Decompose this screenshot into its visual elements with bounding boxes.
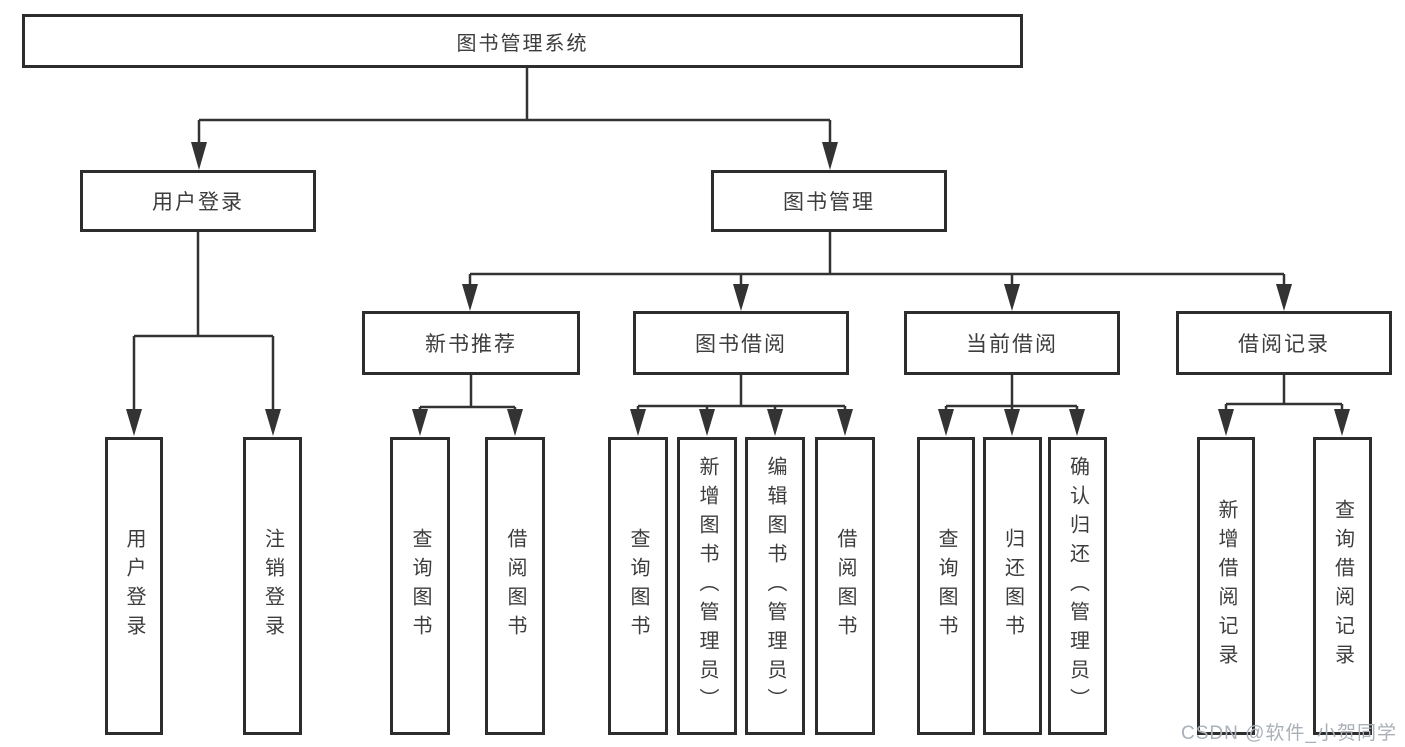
leaf-rec-query-book: 查询图书	[390, 437, 450, 735]
node-borrow-record-label: 借阅记录	[1238, 333, 1330, 356]
leaf-bb-borrow-book: 借阅图书	[815, 437, 875, 735]
leaf-cb-query-book: 查询图书	[917, 437, 975, 735]
node-book-management-label: 图书管理	[783, 191, 875, 214]
leaf-bb-borrow-book-label: 借阅图书	[834, 528, 856, 644]
leaf-logout-label: 注销登录	[261, 528, 284, 644]
leaf-rec-borrow-book: 借阅图书	[485, 437, 545, 735]
leaf-cb-return-book: 归还图书	[983, 437, 1042, 735]
leaf-br-add-record: 新增借阅记录	[1197, 437, 1255, 735]
leaf-br-add-record-label: 新增借阅记录	[1215, 499, 1237, 673]
node-new-book-recommend-label: 新书推荐	[425, 333, 517, 356]
leaf-logout: 注销登录	[243, 437, 302, 735]
node-new-book-recommend: 新书推荐	[362, 311, 580, 375]
node-current-borrow: 当前借阅	[904, 311, 1120, 375]
leaf-bb-add-book: 新增图书（管理员）	[677, 437, 737, 735]
leaf-br-query-record: 查询借阅记录	[1313, 437, 1372, 735]
leaf-cb-confirm-return-label: 确认归还（管理员）	[1066, 455, 1089, 717]
leaf-rec-borrow-book-label: 借阅图书	[504, 528, 526, 644]
node-borrow-record: 借阅记录	[1176, 311, 1392, 375]
leaf-user-login-label: 用户登录	[123, 528, 145, 644]
node-current-borrow-label: 当前借阅	[966, 333, 1058, 356]
leaf-cb-return-book-label: 归还图书	[1001, 528, 1024, 644]
leaf-bb-add-book-label: 新增图书（管理员）	[696, 455, 718, 717]
leaf-user-login: 用户登录	[105, 437, 163, 735]
leaf-bb-edit-book-label: 编辑图书（管理员）	[764, 455, 786, 717]
node-user-login: 用户登录	[80, 170, 316, 232]
leaf-cb-confirm-return: 确认归还（管理员）	[1048, 437, 1107, 735]
leaf-bb-query-book: 查询图书	[608, 437, 668, 735]
csdn-watermark: CSDN @软件_小贺同学	[1181, 723, 1397, 744]
node-book-borrow-label: 图书借阅	[695, 333, 787, 356]
node-user-login-label: 用户登录	[152, 191, 244, 214]
leaf-bb-edit-book: 编辑图书（管理员）	[745, 437, 805, 735]
leaf-rec-query-book-label: 查询图书	[409, 528, 431, 644]
node-book-borrow: 图书借阅	[633, 311, 849, 375]
node-book-management: 图书管理	[711, 170, 947, 232]
leaf-cb-query-book-label: 查询图书	[935, 528, 957, 644]
leaf-br-query-record-label: 查询借阅记录	[1331, 499, 1354, 673]
leaf-bb-query-book-label: 查询图书	[627, 528, 649, 644]
node-root-system: 图书管理系统	[22, 14, 1023, 68]
node-root-system-label: 图书管理系统	[456, 32, 589, 55]
